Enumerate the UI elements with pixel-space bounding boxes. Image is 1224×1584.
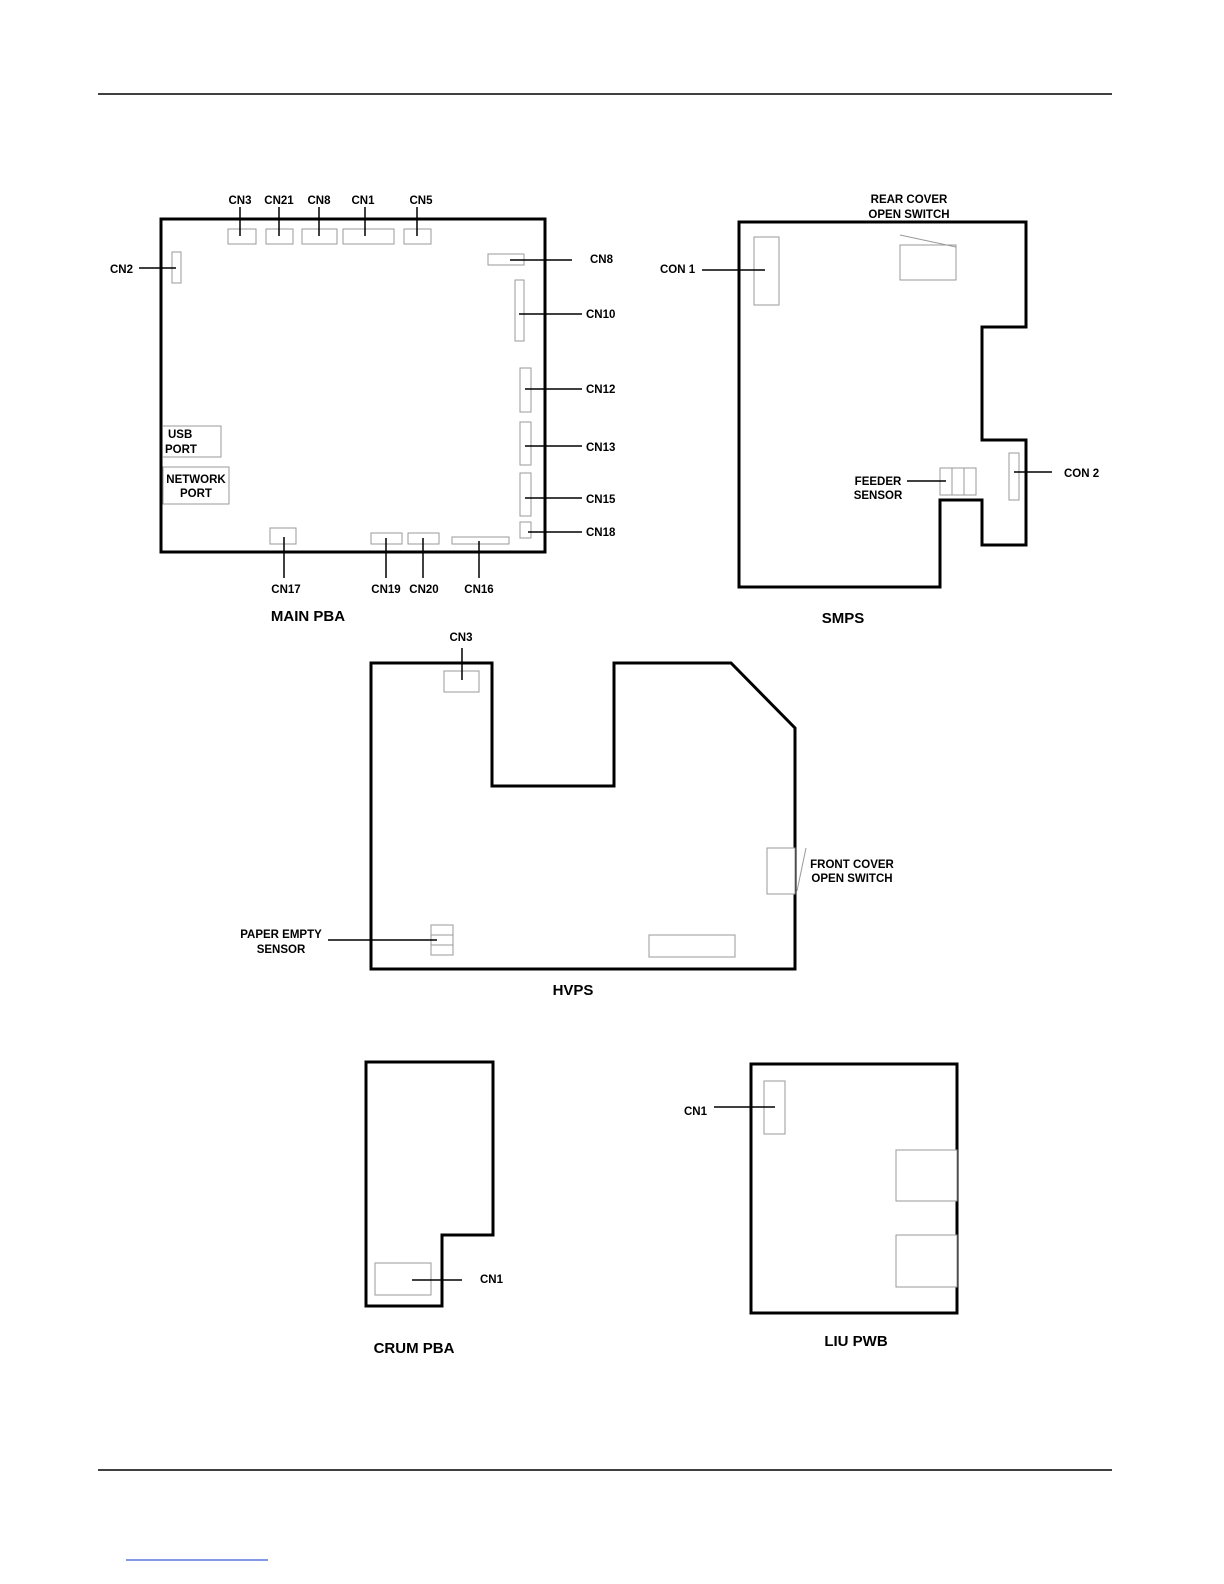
smps-con2-label: CON 2 <box>1064 468 1099 480</box>
main-cn19-label: CN19 <box>371 584 400 596</box>
liu-port-upper <box>896 1150 957 1201</box>
paper-empty-sensor-part-c <box>431 945 453 955</box>
liu-pwb: CN1 LIU PWB <box>684 1064 957 1350</box>
main-cn18-label: CN18 <box>586 527 616 539</box>
main-pba-title: MAIN PBA <box>271 608 345 625</box>
hvps-bottom-connector <box>649 935 735 957</box>
main-cn8-top-label: CN8 <box>307 195 331 207</box>
main-cn5-label: CN5 <box>409 195 433 207</box>
main-cn10-label: CN10 <box>586 309 615 321</box>
main-cn18-connector <box>520 522 531 538</box>
feeder-sensor-label-line1: FEEDER <box>855 476 902 488</box>
main-cn3-label: CN3 <box>228 195 251 207</box>
liu-pwb-title: LIU PWB <box>824 1333 887 1350</box>
liu-cn1-label: CN1 <box>684 1106 708 1118</box>
main-cn15-label: CN15 <box>586 494 616 506</box>
smps: REAR COVER OPEN SWITCH CON 1 FEEDER SENS… <box>660 194 1099 627</box>
front-cover-switch <box>767 848 795 894</box>
main-cn16-connector <box>452 537 509 544</box>
crum-cn1-connector <box>375 1263 431 1295</box>
main-cn16-label: CN16 <box>464 584 493 596</box>
main-cn15-connector <box>520 473 531 516</box>
paper-empty-label-line1: PAPER EMPTY <box>240 929 322 941</box>
main-cn17-connector <box>270 528 296 544</box>
paper-empty-sensor-part-a <box>431 925 453 935</box>
hvps-title: HVPS <box>553 982 594 999</box>
smps-con1-connector <box>754 237 779 305</box>
main-cn21-label: CN21 <box>264 195 294 207</box>
liu-port-lower <box>896 1235 957 1287</box>
main-cn10-connector <box>515 280 524 341</box>
main-cn2-label: CN2 <box>110 264 133 276</box>
network-port-label-line1: NETWORK <box>166 474 226 486</box>
main-cn17-label: CN17 <box>271 584 300 596</box>
rear-cover-label-line2: OPEN SWITCH <box>868 209 949 221</box>
main-cn1-connector <box>343 229 394 244</box>
main-cn20-label: CN20 <box>409 584 438 596</box>
crum-cn1-label: CN1 <box>480 1274 504 1286</box>
hvps-cn3-label: CN3 <box>449 632 472 644</box>
feeder-sensor-part-b <box>952 468 964 495</box>
feeder-sensor-part-c <box>964 468 976 495</box>
main-cn13-label: CN13 <box>586 442 615 454</box>
rear-cover-switch <box>900 245 956 280</box>
usb-port-label-line2: PORT <box>165 444 197 456</box>
front-cover-label-line2: OPEN SWITCH <box>811 873 892 885</box>
main-cn3-connector <box>228 229 256 244</box>
main-cn1-label: CN1 <box>351 195 375 207</box>
hvps: CN3 FRONT COVER OPEN SWITCH PAPER EMPTY … <box>240 632 894 999</box>
main-cn12-label: CN12 <box>586 384 615 396</box>
feeder-sensor-label-line2: SENSOR <box>854 490 903 502</box>
smps-con1-label: CON 1 <box>660 264 696 276</box>
smps-con2-connector <box>1009 453 1019 500</box>
main-cn8-right-label: CN8 <box>590 254 614 266</box>
usb-port-label-line1: USB <box>168 429 192 441</box>
hvps-board-outline <box>371 663 795 969</box>
rear-cover-label-line1: REAR COVER <box>871 194 948 206</box>
paper-empty-label-line2: SENSOR <box>257 944 306 956</box>
main-cn12-connector <box>520 368 531 412</box>
front-cover-label-line1: FRONT COVER <box>810 859 894 871</box>
main-cn13-connector <box>520 422 531 465</box>
smps-board-outline <box>739 222 1026 587</box>
main-pba: CN3 CN21 CN8 CN1 CN5 CN2 CN8 CN10 CN12 C… <box>110 195 616 625</box>
smps-title: SMPS <box>822 610 865 627</box>
crum-pba: CN1 CRUM PBA <box>366 1062 504 1357</box>
crum-pba-title: CRUM PBA <box>374 1340 455 1357</box>
network-port-label-line2: PORT <box>180 488 212 500</box>
